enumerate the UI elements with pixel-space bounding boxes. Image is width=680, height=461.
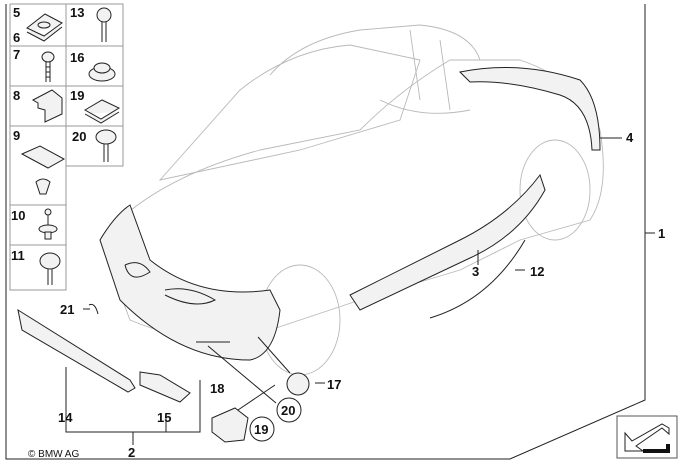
label-19: 19 bbox=[70, 88, 84, 103]
label-20-panel: 20 bbox=[72, 129, 86, 144]
fog-lamp bbox=[211, 407, 249, 443]
callout-12: 12 bbox=[530, 264, 544, 279]
label-11: 11 bbox=[11, 248, 25, 263]
label-5: 5 bbox=[13, 5, 20, 20]
plate-icon bbox=[20, 145, 66, 169]
diagram-frame bbox=[5, 4, 646, 460]
grommet-icon bbox=[88, 62, 116, 82]
label-10: 10 bbox=[11, 208, 25, 223]
copyright: © BMW AG bbox=[28, 449, 79, 460]
rear-spoiler bbox=[458, 67, 601, 151]
callout-18: 18 bbox=[210, 381, 224, 396]
callout-19: 19 bbox=[254, 422, 268, 437]
label-7: 7 bbox=[13, 47, 20, 62]
flange-screw-icon bbox=[95, 129, 117, 162]
callout-2: 2 bbox=[128, 445, 135, 460]
lower-grille bbox=[17, 308, 136, 393]
callout-4: 4 bbox=[626, 130, 634, 145]
label-16: 16 bbox=[70, 50, 84, 65]
label-9: 9 bbox=[13, 128, 20, 143]
callout-20: 20 bbox=[281, 403, 295, 418]
navigate-arrow-button[interactable] bbox=[616, 415, 678, 459]
callout-17: 17 bbox=[327, 377, 341, 392]
push-rivet-icon bbox=[38, 208, 58, 240]
front-bumper bbox=[99, 204, 281, 361]
label-6: 6 bbox=[13, 30, 20, 45]
callout-21: 21 bbox=[60, 302, 74, 317]
arrow-down-left-icon bbox=[624, 423, 670, 452]
callout-14: 14 bbox=[58, 410, 73, 425]
fog-lamp-cover bbox=[286, 372, 310, 396]
label-13: 13 bbox=[70, 5, 84, 20]
washer-screw-icon bbox=[39, 252, 61, 285]
callout-1: 1 bbox=[658, 226, 665, 241]
clip-21 bbox=[88, 303, 99, 315]
screw-round-icon bbox=[96, 7, 112, 42]
grille-insert-right bbox=[139, 371, 191, 403]
callout-15: 15 bbox=[157, 410, 171, 425]
expansion-rivet-icon bbox=[35, 178, 51, 195]
screw-icon bbox=[41, 51, 55, 82]
fastener-panel: 5 6 13 7 16 8 19 9 20 10 11 bbox=[9, 3, 124, 291]
clip-nut-2-icon bbox=[83, 99, 121, 124]
label-8: 8 bbox=[13, 88, 20, 103]
side-skirt bbox=[349, 173, 546, 311]
trim-strip bbox=[429, 239, 526, 319]
bracket-icon bbox=[31, 89, 63, 123]
callout-3: 3 bbox=[472, 264, 479, 279]
